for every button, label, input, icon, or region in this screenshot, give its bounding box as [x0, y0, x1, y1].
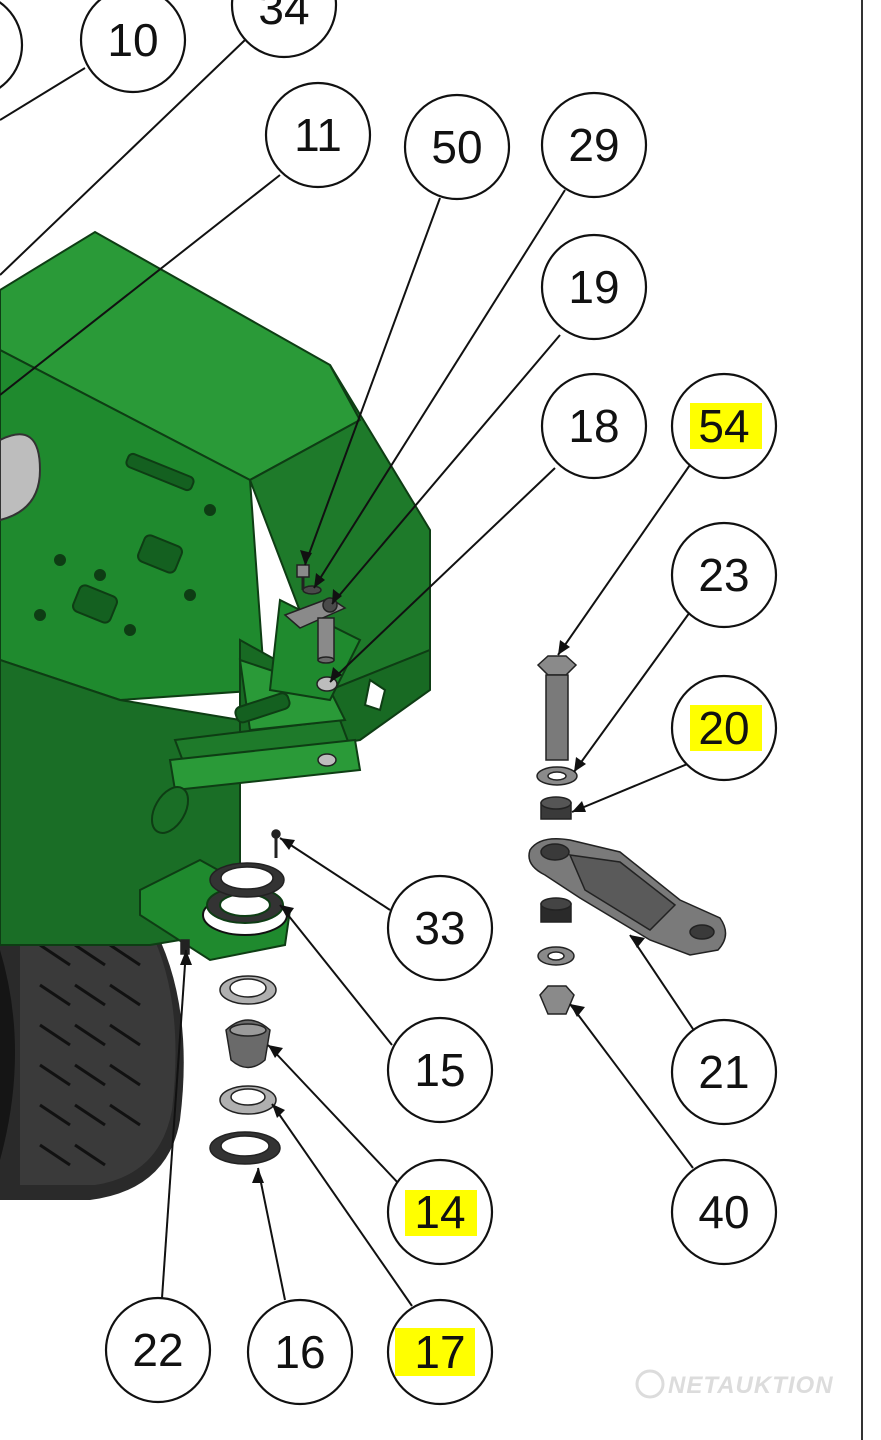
callout-label: 15 [414, 1044, 465, 1096]
callout-label: 14 [414, 1186, 465, 1238]
callout-partial-left [0, 1, 24, 89]
callout-label: 34 [258, 0, 309, 34]
callout-label: 23 [698, 549, 749, 601]
callout-label: 33 [414, 902, 465, 954]
callout-label: 20 [698, 702, 749, 754]
callout-label: 40 [698, 1186, 749, 1238]
callout-label: 17 [414, 1326, 465, 1378]
callout-label: 29 [568, 119, 619, 171]
highlight-mark [690, 705, 762, 751]
highlight-mark [690, 403, 762, 449]
callout-label: 22 [132, 1324, 183, 1376]
callout-label: 50 [431, 121, 482, 173]
watermark: NETAUKTION [635, 1369, 834, 1399]
callout-17: 17 [386, 1298, 494, 1406]
callout-23: 23 [670, 521, 778, 629]
callout-label: 10 [107, 14, 158, 66]
callout-15: 15 [386, 1016, 494, 1124]
callout-18: 18 [540, 372, 648, 480]
callout-50: 50 [403, 93, 511, 201]
tire [0, 920, 184, 1200]
callout-11: 11 [264, 81, 372, 189]
callout-label: 19 [568, 261, 619, 313]
mower-chassis [0, 230, 431, 962]
callout-21: 21 [670, 1018, 778, 1126]
callout-54: 54 [670, 372, 778, 480]
callout-10: 10 [79, 0, 187, 94]
callout-label: 54 [698, 400, 749, 452]
callout-label: 11 [294, 109, 342, 161]
watermark-text: NETAUKTION [668, 1372, 834, 1399]
callout-20: 20 [670, 674, 778, 782]
callout-19: 19 [540, 233, 648, 341]
callout-label: 18 [568, 400, 619, 452]
callout-16: 16 [246, 1298, 354, 1406]
callout-29: 29 [540, 91, 648, 199]
highlight-mark [395, 1328, 475, 1376]
leader-arrowheads [180, 550, 645, 1183]
callout-label: 21 [698, 1046, 749, 1098]
callout-34: 34 [230, 0, 338, 59]
hardware-parts [180, 564, 727, 1165]
callout-33: 33 [386, 874, 494, 982]
callout-40: 40 [670, 1158, 778, 1266]
leader-lines [0, 39, 698, 1307]
highlight-mark [405, 1190, 477, 1236]
callout-14: 14 [386, 1158, 494, 1266]
callout-label: 16 [274, 1326, 325, 1378]
callout-22: 22 [104, 1296, 212, 1404]
